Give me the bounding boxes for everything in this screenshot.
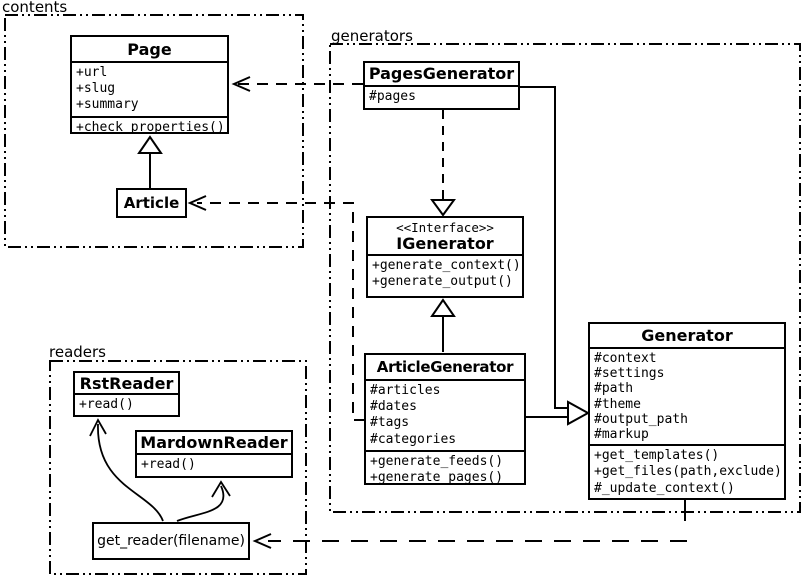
attribute: #path bbox=[594, 381, 634, 397]
interface-stereotype: <<Interface>> bbox=[396, 220, 494, 235]
class-article: Article bbox=[116, 188, 187, 218]
function-box-label: get_reader(filename) bbox=[97, 533, 245, 549]
attribute: #theme bbox=[594, 396, 641, 412]
method: +get_files(path,exclude) bbox=[594, 464, 782, 480]
class-igenerator-name: <<Interface>> IGenerator bbox=[368, 218, 522, 254]
attribute: #output_path bbox=[594, 411, 688, 427]
inheritance-arrow-articlegenerator-to-igenerator bbox=[430, 298, 456, 352]
realization-arrow-pagesgenerator-to-igenerator bbox=[430, 110, 456, 217]
class-rstreader: RstReader +read() bbox=[73, 371, 180, 417]
attribute: +summary bbox=[76, 97, 139, 113]
class-generator: Generator #context #settings #path #them… bbox=[588, 322, 786, 500]
package-label-contents: contents bbox=[2, 0, 68, 16]
class-page-methods: +check_properties() bbox=[72, 115, 227, 134]
attribute: #context bbox=[594, 351, 657, 366]
attribute: #pages bbox=[369, 89, 416, 104]
class-page-name: Page bbox=[127, 40, 172, 59]
package-label-readers: readers bbox=[49, 343, 106, 361]
hollow-triangle-icon bbox=[430, 199, 456, 217]
class-mardownreader-name: MardownReader bbox=[140, 433, 288, 452]
class-rstreader-methods: +read() bbox=[75, 393, 178, 415]
class-generator-name: Generator bbox=[641, 326, 733, 345]
class-pagesgenerator: PagesGenerator #pages bbox=[363, 61, 520, 110]
inheritance-arrow-generators-to-generator bbox=[520, 86, 591, 426]
class-mardownreader-methods: +read() bbox=[137, 453, 291, 476]
class-rstreader-name: RstReader bbox=[79, 374, 174, 393]
class-igenerator: <<Interface>> IGenerator +generate_conte… bbox=[366, 216, 524, 298]
class-page-attributes: +url +slug +summary bbox=[72, 61, 227, 116]
method: +generate_feeds() bbox=[370, 453, 504, 469]
hollow-triangle-icon bbox=[567, 400, 591, 426]
attribute: #categories bbox=[370, 431, 457, 447]
open-arrowhead-icon bbox=[89, 418, 107, 437]
method: +generate_context() bbox=[372, 258, 521, 273]
package-generators-border bbox=[329, 43, 801, 513]
open-arrowhead-icon bbox=[211, 480, 231, 498]
hollow-triangle-icon bbox=[137, 135, 163, 154]
package-readers-border bbox=[49, 360, 307, 575]
method: +read() bbox=[141, 457, 196, 472]
method: +get_templates() bbox=[594, 448, 720, 464]
hollow-triangle-icon bbox=[430, 298, 456, 317]
package-contents-border bbox=[4, 14, 304, 248]
method: +read() bbox=[79, 397, 134, 412]
inheritance-arrow-article-to-page bbox=[137, 135, 163, 188]
class-article-name: Article bbox=[123, 193, 180, 212]
attribute: +url bbox=[76, 65, 108, 80]
open-arrowhead-icon bbox=[252, 533, 272, 549]
class-articlegenerator-name: ArticleGenerator bbox=[376, 358, 514, 376]
class-generator-methods: +get_templates() +get_files(path,exclude… bbox=[590, 444, 784, 498]
dependency-arrow-articlegenerator-to-article bbox=[187, 195, 365, 421]
class-pagesgenerator-attributes: #pages bbox=[365, 85, 518, 108]
package-label-generators: generators bbox=[331, 27, 413, 45]
attribute: #tags bbox=[370, 415, 410, 431]
dependency-arrow-generator-to-getreader bbox=[252, 500, 687, 549]
arrow-getreader-to-mardownreader bbox=[176, 480, 231, 522]
class-page: Page +url +slug +summary +check_properti… bbox=[70, 35, 229, 134]
class-mardownreader: MardownReader +read() bbox=[135, 430, 293, 478]
attribute: #settings bbox=[594, 366, 665, 382]
open-arrowhead-icon bbox=[187, 195, 207, 211]
class-pagesgenerator-name: PagesGenerator bbox=[368, 64, 515, 83]
class-igenerator-methods: +generate_context() +generate_output() bbox=[368, 254, 522, 296]
arrow-getreader-to-rstreader bbox=[89, 418, 164, 522]
dependency-arrow-pagesgenerator-to-page bbox=[231, 76, 363, 92]
attribute: #markup bbox=[594, 427, 649, 443]
attribute: +slug bbox=[76, 81, 116, 97]
attribute: #articles bbox=[370, 383, 441, 398]
method: +check_properties() bbox=[76, 119, 225, 134]
class-articlegenerator: ArticleGenerator #articles #dates #tags … bbox=[364, 353, 526, 485]
method: +generate_output() bbox=[372, 274, 513, 290]
function-box-get-reader: get_reader(filename) bbox=[92, 522, 250, 560]
method: +generate_pages() bbox=[370, 470, 504, 485]
class-generator-attributes: #context #settings #path #theme #output_… bbox=[590, 347, 784, 444]
class-articlegenerator-attributes: #articles #dates #tags #categories bbox=[366, 379, 524, 450]
attribute: #dates bbox=[370, 399, 417, 415]
method: #_update_context() bbox=[594, 480, 735, 496]
open-arrowhead-icon bbox=[231, 76, 251, 92]
class-articlegenerator-methods: +generate_feeds() +generate_pages() bbox=[366, 449, 524, 485]
